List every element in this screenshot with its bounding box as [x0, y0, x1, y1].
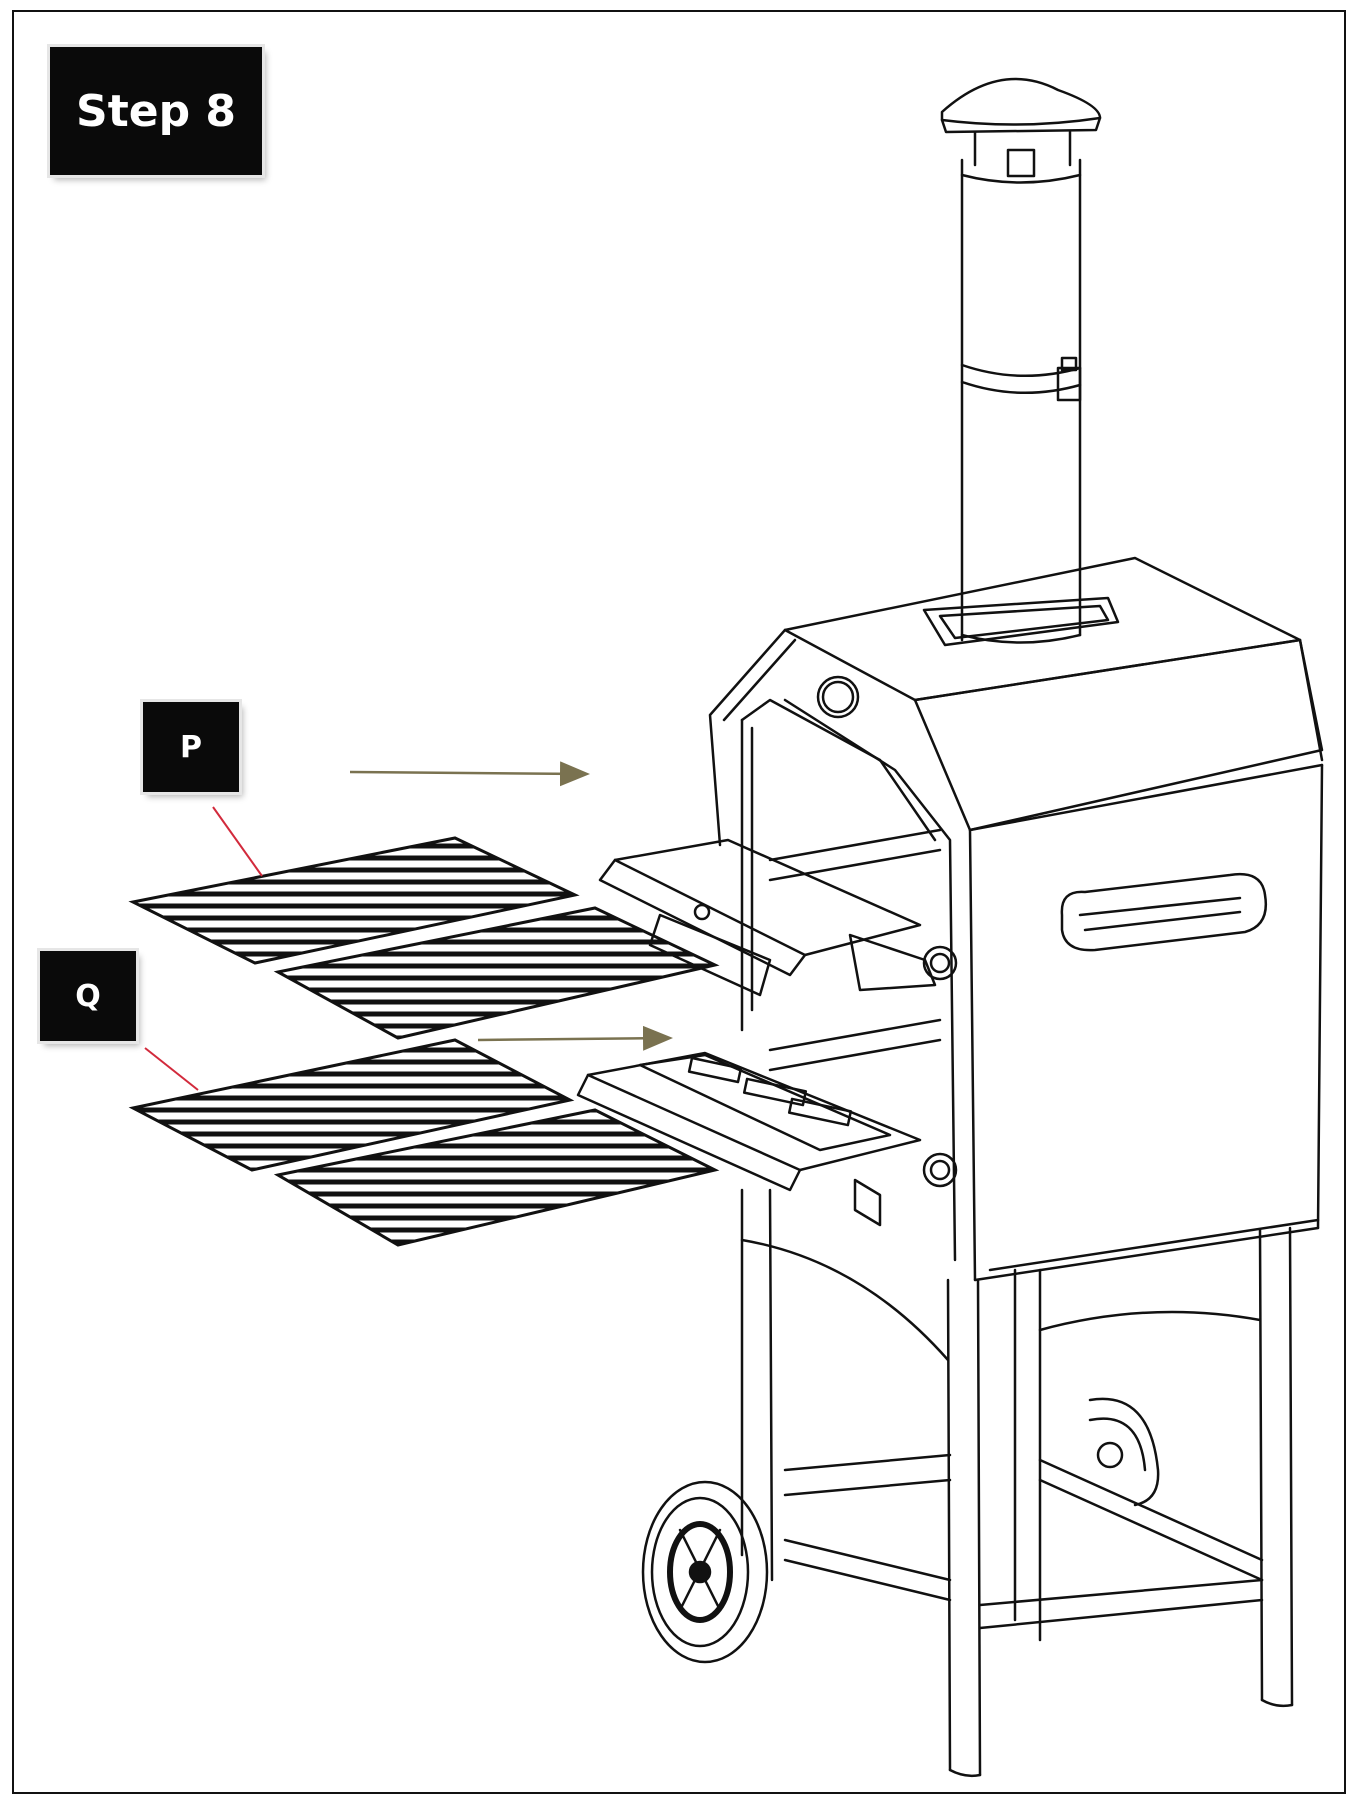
cart-legs [740, 1188, 1294, 1778]
lower-shelf-tray [576, 1051, 958, 1227]
insert-arrow-upper [349, 761, 590, 787]
rear-wheel [1088, 1397, 1160, 1507]
part-label-q: Q [37, 948, 139, 1044]
chimney-cap [940, 77, 1102, 178]
upper-shelf-tray [598, 838, 958, 997]
leader-line-p [212, 806, 263, 877]
front-wheel [641, 1480, 769, 1664]
leader-line-q [144, 1047, 199, 1091]
oven-handle [1060, 872, 1268, 952]
chimney-pipe [960, 158, 1082, 644]
step-label: Step 8 [47, 44, 265, 178]
part-label-p-text: P [180, 729, 202, 765]
step-label-text: Step 8 [76, 85, 236, 137]
part-label-q-text: Q [75, 978, 101, 1014]
oven-opening-frame [740, 675, 957, 1262]
grill-grate-q [128, 1038, 720, 1247]
oven-body [708, 556, 1324, 1282]
insert-arrow-lower [477, 1025, 673, 1051]
grill-grate-p [128, 836, 720, 1040]
cart-bottom-frame [783, 1453, 1264, 1630]
chimney-base-plate [922, 596, 1120, 647]
part-label-p: P [140, 699, 242, 795]
